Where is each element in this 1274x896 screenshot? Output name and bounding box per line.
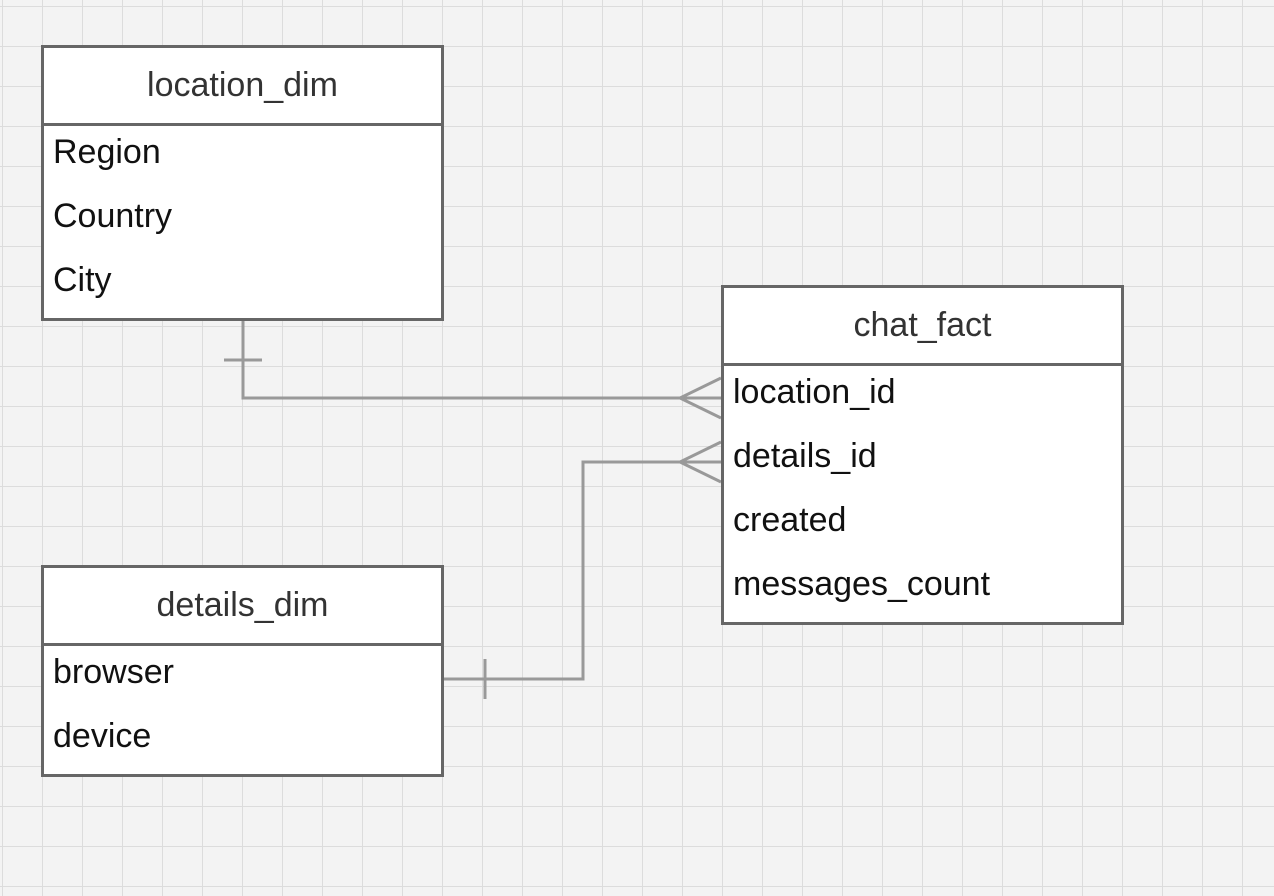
connector-line-details [444, 460, 721, 681]
field-created[interactable]: created [733, 501, 847, 539]
entity-details-dim[interactable]: details_dim browser device [41, 565, 444, 777]
field-messages-count[interactable]: messages_count [733, 565, 991, 603]
field-country[interactable]: Country [53, 197, 173, 235]
relationship-location-to-chat-fact[interactable] [224, 321, 722, 420]
relationship-details-to-chat-fact[interactable] [444, 440, 722, 699]
field-city[interactable]: City [53, 261, 112, 299]
crowfoot-marker-details [676, 440, 722, 484]
field-details-id[interactable]: details_id [733, 437, 877, 475]
entity-location-dim[interactable]: location_dim Region Country City [41, 45, 444, 321]
field-location-id[interactable]: location_id [733, 373, 896, 411]
field-device[interactable]: device [53, 717, 152, 755]
crowfoot-marker-location [676, 376, 722, 420]
entity-chat-fact[interactable]: chat_fact location_id details_id created… [721, 285, 1124, 625]
connector-line-location [241, 321, 721, 400]
entity-title: chat_fact [724, 288, 1121, 366]
field-browser[interactable]: browser [53, 653, 174, 691]
entity-fields: Region Country City [44, 126, 441, 323]
entity-title: location_dim [44, 48, 441, 126]
field-region[interactable]: Region [53, 133, 161, 171]
entity-fields: location_id details_id created messages_… [724, 366, 1121, 627]
entity-title: details_dim [44, 568, 441, 646]
entity-fields: browser device [44, 646, 441, 779]
